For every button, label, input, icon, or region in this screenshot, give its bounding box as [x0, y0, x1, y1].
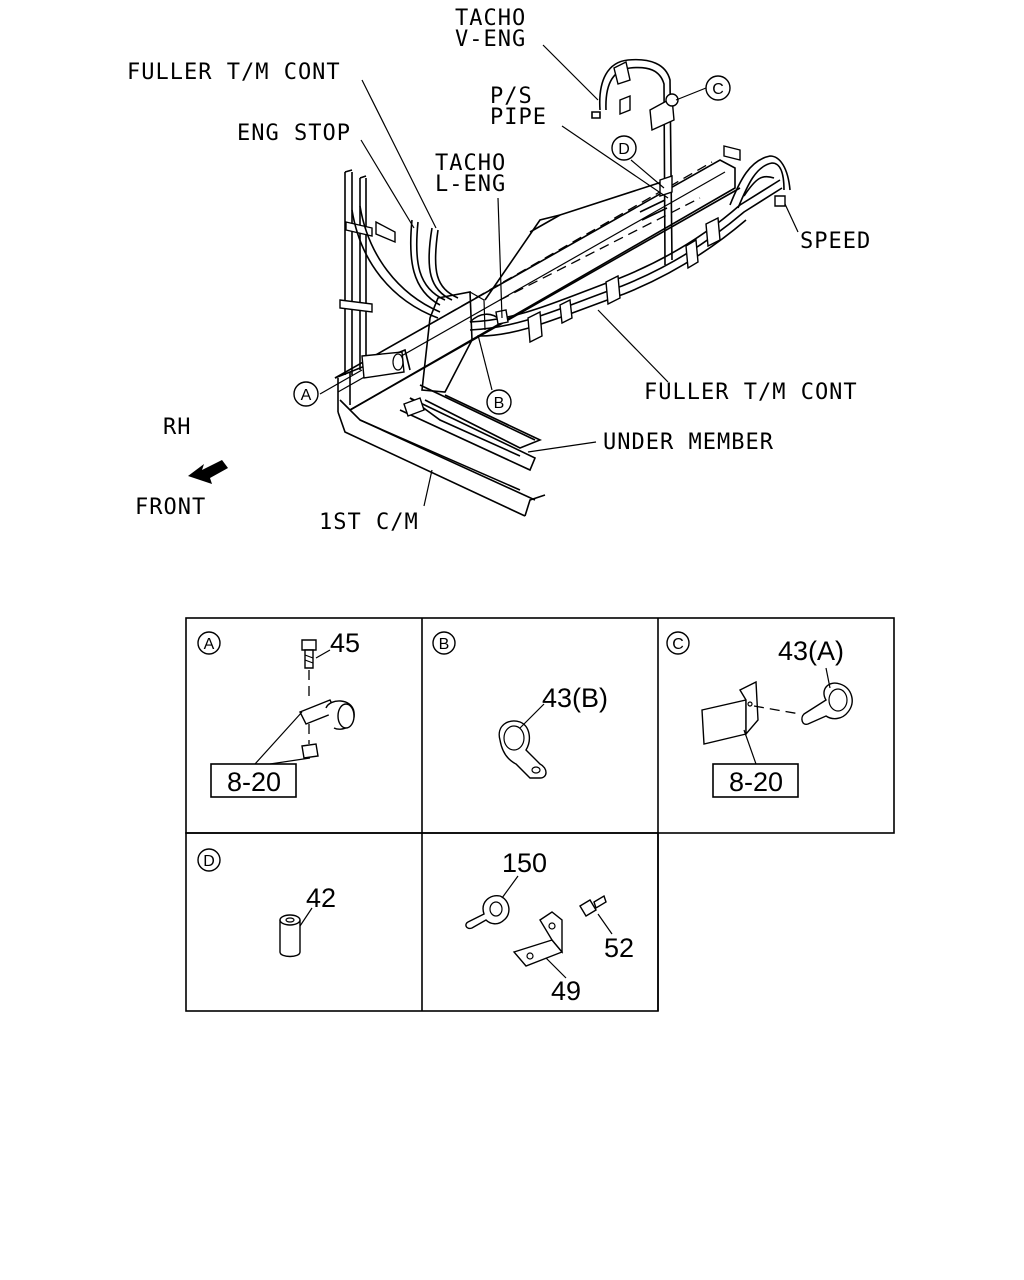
- panel-e-bolt-number: 52: [604, 933, 634, 963]
- clamp-icon: [299, 699, 355, 730]
- panel-c-clip-number: 43(A): [778, 636, 844, 666]
- label-1st-cm: 1ST C/M: [319, 510, 419, 535]
- detail-panel-b: B 43(B): [432, 631, 608, 779]
- detail-panel-e: 150 52 49: [465, 848, 634, 1006]
- detail-panel-d: D 42: [197, 848, 336, 958]
- svg-text:D: D: [618, 141, 630, 158]
- clip-43b-icon: [498, 720, 547, 779]
- label-fuller-tm-cont-bottom: FULLER T/M CONT: [644, 380, 858, 405]
- panel-e-clip-number: 150: [502, 848, 547, 878]
- clip-150-icon: [465, 895, 510, 930]
- bolt-45-icon: [301, 639, 317, 669]
- panel-b-letter: B: [439, 636, 450, 653]
- panel-a-ref: 8-20: [227, 767, 281, 797]
- clip-43a-icon: [801, 682, 853, 726]
- label-fuller-tm-cont-top: FULLER T/M CONT: [127, 60, 341, 85]
- label-under-member: UNDER MEMBER: [603, 430, 774, 455]
- bolt-52-icon: [579, 894, 607, 917]
- label-tacho-l-eng-line1: TACHO: [435, 151, 506, 176]
- label-ps-pipe-line1: P/S: [490, 84, 533, 109]
- bracket-49-icon: [512, 911, 564, 967]
- callout-d: D: [611, 135, 637, 161]
- label-tacho-v-eng-line1: TACHO: [455, 6, 526, 31]
- panel-e-bracket-number: 49: [551, 976, 581, 1006]
- front-arrow-icon: [188, 460, 228, 484]
- svg-text:A: A: [301, 387, 312, 404]
- panel-b-clip-number: 43(B): [542, 683, 608, 713]
- label-tacho-l-eng-line2: L-ENG: [435, 172, 506, 197]
- detail-panel-c: C 43(A) 8-20: [666, 631, 853, 798]
- bracket-plate-icon: [701, 680, 759, 745]
- callout-b: B: [486, 389, 512, 415]
- panel-d-spacer-number: 42: [306, 883, 336, 913]
- label-speed: SPEED: [800, 229, 871, 254]
- callout-a: A: [293, 381, 319, 407]
- leader-lines: [319, 44, 799, 507]
- panel-d-letter: D: [203, 853, 215, 870]
- panel-c-letter: C: [672, 636, 684, 653]
- detail-panel-grid: [185, 617, 895, 1012]
- label-eng-stop: ENG STOP: [237, 121, 351, 146]
- label-tacho-v-eng-line2: V-ENG: [455, 27, 526, 52]
- detail-panel-a: A 45 8-20: [197, 628, 360, 798]
- label-ps-pipe-line2: PIPE: [490, 105, 547, 130]
- spacer-42-icon: [279, 914, 301, 958]
- panel-a-letter: A: [204, 636, 215, 653]
- svg-text:C: C: [712, 81, 724, 98]
- panel-c-ref: 8-20: [729, 767, 783, 797]
- frame-assembly-illustration: [334, 58, 791, 517]
- callout-c: C: [705, 75, 731, 101]
- svg-text:B: B: [494, 395, 505, 412]
- label-front: FRONT: [135, 495, 206, 520]
- panel-a-bolt-number: 45: [330, 628, 360, 658]
- label-rh: RH: [163, 415, 192, 440]
